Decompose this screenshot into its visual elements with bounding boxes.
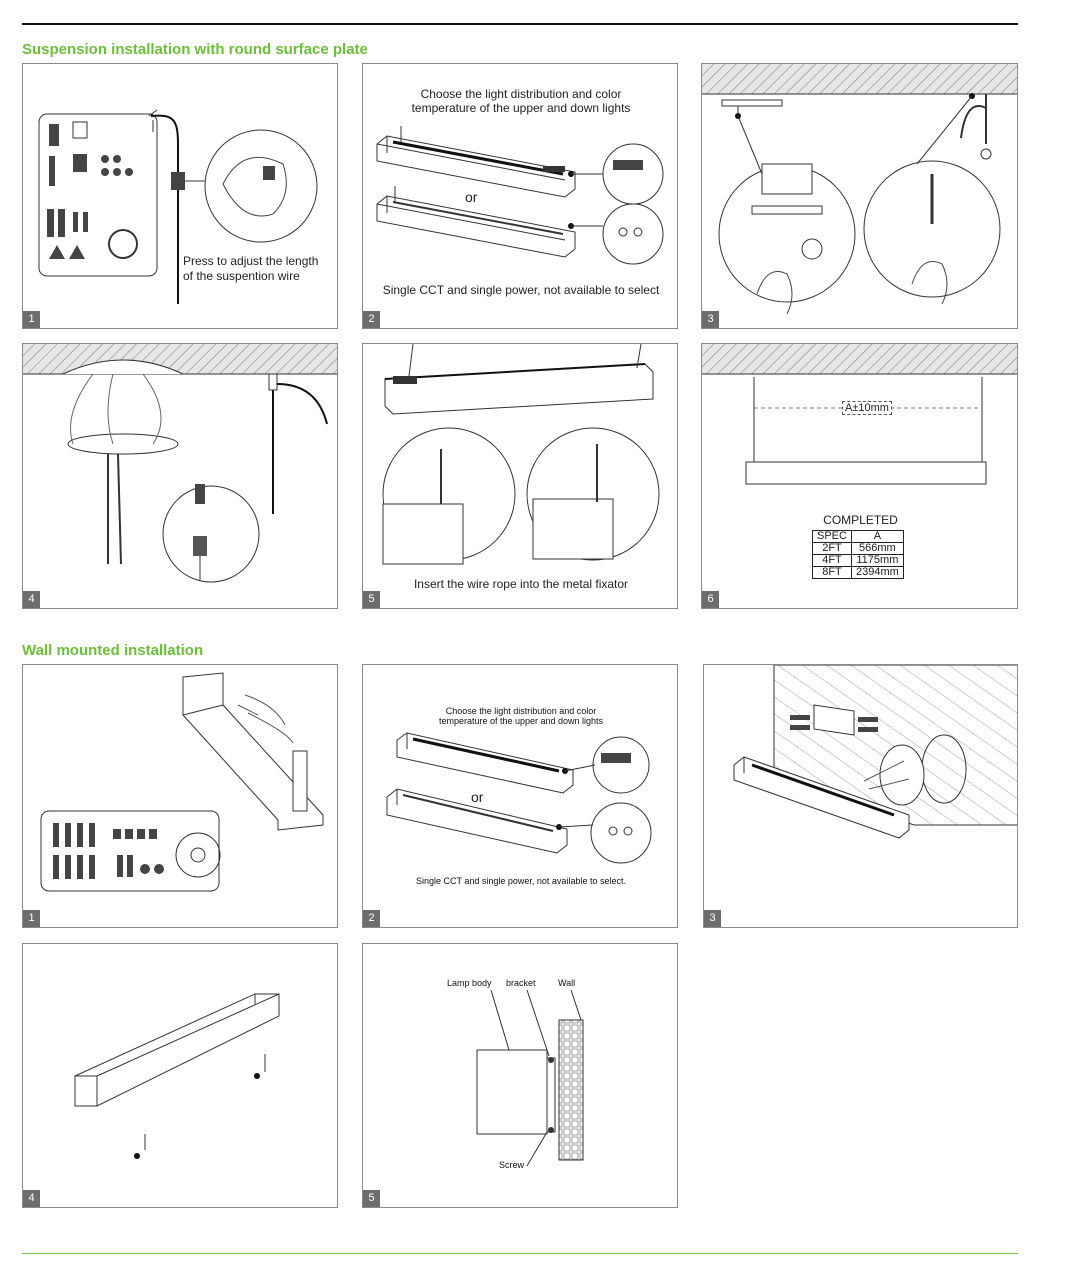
step-number: 4 <box>23 591 40 608</box>
suspension-step-4-panel: 4 <box>22 343 338 609</box>
label-lamp-body: Lamp body <box>447 978 492 988</box>
table-header: SPEC <box>812 530 852 543</box>
section-title-suspension: Suspension installation with round surfa… <box>22 41 368 58</box>
table-cell: 566mm <box>850 542 904 555</box>
wall-section-diagram <box>476 989 584 1167</box>
step-number: 4 <box>23 1190 40 1207</box>
wall-fixture-screws-illustration <box>74 993 280 1159</box>
label-wall: Wall <box>558 978 576 988</box>
step-number: 1 <box>23 311 40 328</box>
wall-fixture-options-illustration <box>386 732 652 864</box>
fixture-options-illustration <box>376 126 664 265</box>
wiring-illustration <box>23 344 337 583</box>
caption-single-cct: Single CCT and single power, not availab… <box>382 283 660 297</box>
suspension-step-1-panel: Press to adjust the length of the suspen… <box>22 63 338 329</box>
caption-single-cct: Single CCT and single power, not availab… <box>416 876 626 886</box>
or-label: or <box>471 789 484 805</box>
wall-step-1-panel: 1 <box>22 664 338 928</box>
caption-choose-line1: Choose the light distribution and color <box>420 87 622 101</box>
wall-kit-illustration <box>40 672 324 892</box>
wall-step-3-panel: 3 <box>703 664 1018 928</box>
wall-mounting-illustration <box>733 665 1017 839</box>
completed-label: COMPLETED <box>823 513 898 527</box>
table-row: 8FT 2394mm <box>812 566 904 579</box>
or-label: or <box>465 189 478 205</box>
wire-fixator-illustration <box>382 344 660 565</box>
table-cell: 2FT <box>812 542 852 555</box>
dimension-label: A±10mm <box>842 401 892 415</box>
table-row: 4FT 1175mm <box>812 554 904 567</box>
bottom-rule <box>22 1253 1018 1254</box>
kit-parts-illustration <box>38 109 318 304</box>
wall-step-5-panel: Lamp body bracket Wall Screw 5 <box>362 943 678 1208</box>
table-row: SPEC A <box>812 530 904 543</box>
step-number: 5 <box>363 1190 380 1207</box>
suspension-step-3-panel: 3 <box>701 63 1018 329</box>
caption-insert-wire: Insert the wire rope into the metal fixa… <box>413 577 629 591</box>
table-cell: 4FT <box>812 554 852 567</box>
caption-choose-line1: Choose the light distribution and color <box>445 706 597 716</box>
table-cell: 2394mm <box>850 566 904 579</box>
top-rule <box>22 23 1018 25</box>
suspension-step-5-panel: Insert the wire rope into the metal fixa… <box>362 343 678 609</box>
step-number: 6 <box>702 591 719 608</box>
label-bracket: bracket <box>506 978 536 988</box>
step-number: 2 <box>363 311 380 328</box>
table-row: 2FT 566mm <box>812 542 904 555</box>
suspension-step-2-panel: Choose the light distribution and color … <box>362 63 678 329</box>
table-cell: 1175mm <box>850 554 904 567</box>
wall-step-4-panel: 4 <box>22 943 338 1208</box>
caption-choose-line2: temperature of the upper and down lights <box>438 716 604 726</box>
wall-step-2-panel: Choose the light distribution and color … <box>362 664 678 928</box>
step-number: 1 <box>23 910 40 927</box>
caption-press-adjust-line2: of the suspention wire <box>183 269 300 283</box>
step-number: 2 <box>363 910 380 927</box>
caption-press-adjust-line1: Press to adjust the length <box>183 254 319 268</box>
table-header: A <box>850 530 904 543</box>
section-title-wall: Wall mounted installation <box>22 642 204 659</box>
label-screw: Screw <box>499 1160 525 1170</box>
step-number: 5 <box>363 591 380 608</box>
completed-fixture-illustration <box>702 344 1017 485</box>
ceiling-mounting-illustration <box>702 64 1017 315</box>
table-cell: 8FT <box>812 566 852 579</box>
suspension-step-6-panel: A±10mm COMPLETED SPEC A 2FT 566mm 4FT 11… <box>701 343 1018 609</box>
spec-table: SPEC A 2FT 566mm 4FT 1175mm 8FT 2394mm <box>812 530 904 579</box>
caption-choose-line2: temperature of the upper and down lights <box>411 101 631 115</box>
step-number: 3 <box>704 910 721 927</box>
step-number: 3 <box>702 311 719 328</box>
